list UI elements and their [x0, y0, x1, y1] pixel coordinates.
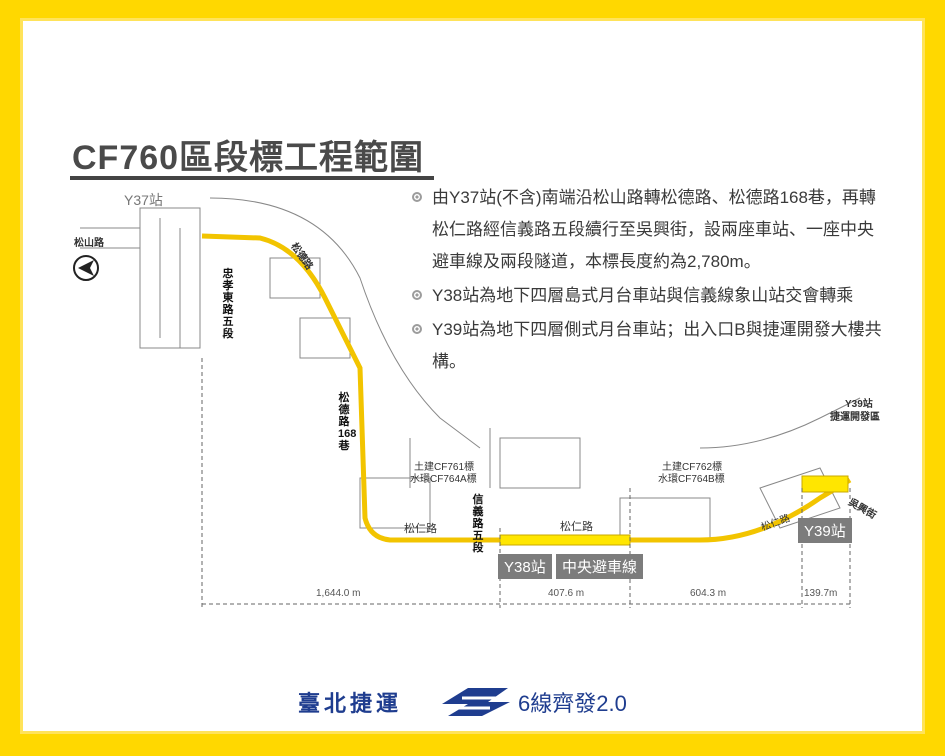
bullet-item: Y38站為地下四層島式月台車站與信義線象山站交會轉乘 — [412, 280, 890, 312]
bullet-icon — [412, 192, 422, 202]
dimension-2: 407.6 m — [548, 588, 585, 599]
title-underline — [70, 176, 434, 180]
bullet-text: Y38站為地下四層島式月台車站與信義線象山站交會轉乘 — [432, 286, 854, 305]
cf764a-label: 水環CF764A標 — [410, 474, 477, 485]
y37-label: Y37站 — [124, 192, 163, 208]
bullet-icon — [412, 290, 422, 300]
y39-station-box: Y39站 — [798, 518, 852, 543]
route-map — [73, 197, 861, 608]
y38-station-mark — [499, 534, 631, 546]
route-line — [201, 233, 852, 543]
xinyi-road-label: 信義路五段 — [472, 494, 484, 554]
bullet-icon — [412, 324, 422, 334]
dimension-1: 1,644.0 m — [316, 588, 361, 599]
siding-box: 中央避車線 — [556, 554, 644, 579]
brand-name: 臺北捷運 — [298, 691, 403, 716]
bullet-list: 由Y37站(不含)南端沿松山路轉松德路、松德路168巷，再轉松仁路經信義路五段續… — [412, 182, 890, 380]
cf764b-label: 水環CF764B標 — [658, 474, 725, 485]
y38-station-box: Y38站 — [498, 554, 552, 579]
cf762-label: 土建CF762標 — [662, 462, 723, 473]
zhongxiao-road-label: 忠孝東路五段 — [222, 268, 234, 340]
cf761-label: 土建CF761標 — [414, 462, 475, 473]
y39-dev-label-1: Y39站 — [845, 399, 873, 410]
songde-168-label: 松德路168巷 — [338, 392, 357, 452]
bullet-text: 由Y37站(不含)南端沿松山路轉松德路、松德路168巷，再轉松仁路經信義路五段續… — [432, 188, 876, 271]
bullet-text: Y39站為地下四層側式月台車站；出入口B與捷運開發大樓共構。 — [432, 320, 882, 371]
songren-road-label-2: 松仁路 — [560, 521, 593, 533]
bullet-item: Y39站為地下四層側式月台車站；出入口B與捷運開發大樓共構。 — [412, 314, 890, 378]
metro-logo-icon — [442, 688, 510, 716]
dimension-3: 604.3 m — [690, 588, 727, 599]
dimension-4: 139.7m — [804, 588, 838, 599]
y39-station-mark — [801, 475, 849, 493]
slogan: 6線齊發2.0 — [518, 691, 627, 716]
page-title: CF760區段標工程範圍 — [72, 139, 425, 177]
slide-panel — [20, 18, 925, 734]
songshan-road-label: 松山路 — [74, 238, 104, 249]
songren-road-label-1: 松仁路 — [404, 523, 437, 535]
bullet-item: 由Y37站(不含)南端沿松山路轉松德路、松德路168巷，再轉松仁路經信義路五段續… — [412, 182, 890, 278]
y39-dev-label-2: 捷運開發區 — [830, 412, 880, 423]
